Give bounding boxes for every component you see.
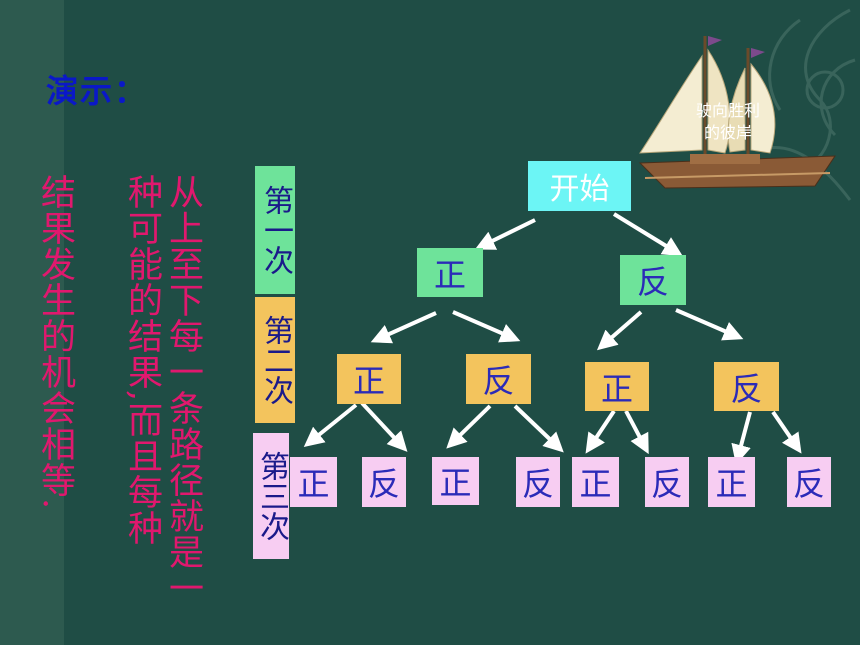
level1-node-heads: 正 xyxy=(417,248,483,297)
ornament-icon xyxy=(759,8,856,201)
arrow-l2d-right xyxy=(771,410,802,454)
description-column-1: 从上至下每一条路径就是一种可能的结果,而且每种 xyxy=(122,174,203,606)
level3-node-5: 正 xyxy=(572,457,619,507)
sailboat-icon xyxy=(638,36,836,189)
level-label-2: 第二次 xyxy=(255,297,295,423)
arrow-l2d-left xyxy=(731,411,752,465)
description-column-2: 结果发生的机会相等. xyxy=(35,174,75,511)
level3-node-2: 反 xyxy=(362,457,406,507)
page-title: 演示： xyxy=(46,72,149,110)
arrow-l2b-right xyxy=(513,404,564,453)
arrow-l2b-left xyxy=(446,404,492,449)
arrow-l2a-left xyxy=(303,403,358,448)
arrow-l1a-left xyxy=(370,311,437,344)
arrow-l1b-right xyxy=(675,308,744,341)
level3-node-3: 正 xyxy=(432,457,479,505)
ship-caption: 驶向胜利 的彼岸 xyxy=(668,100,788,144)
level-label-1: 第一次 xyxy=(255,166,295,294)
arrow-l2a-right xyxy=(360,401,408,452)
tree-root: 开始 xyxy=(528,161,631,211)
level3-node-7: 正 xyxy=(708,457,755,507)
level2-node-4: 反 xyxy=(714,362,779,411)
level2-node-2: 反 xyxy=(466,354,531,404)
arrow-l2c-right xyxy=(624,410,649,455)
level2-node-3: 正 xyxy=(585,362,649,411)
arrow-l1a-right xyxy=(452,310,521,343)
arrow-root-left xyxy=(474,218,536,250)
level3-node-6: 反 xyxy=(645,457,689,507)
left-decor-bar xyxy=(0,0,64,645)
level1-node-tails: 反 xyxy=(620,255,686,305)
ship-caption-line-2: 的彼岸 xyxy=(703,123,752,142)
level-label-3: 第三次 xyxy=(253,433,289,559)
level3-node-1: 正 xyxy=(290,457,337,507)
level3-node-4: 反 xyxy=(516,457,560,507)
arrow-l2c-left xyxy=(585,409,616,454)
ship-caption-line-1: 驶向胜利 xyxy=(695,101,760,120)
arrow-l1b-left xyxy=(596,310,643,351)
level3-node-8: 反 xyxy=(787,457,831,507)
arrow-root-right xyxy=(612,212,683,257)
level2-node-1: 正 xyxy=(337,354,401,404)
